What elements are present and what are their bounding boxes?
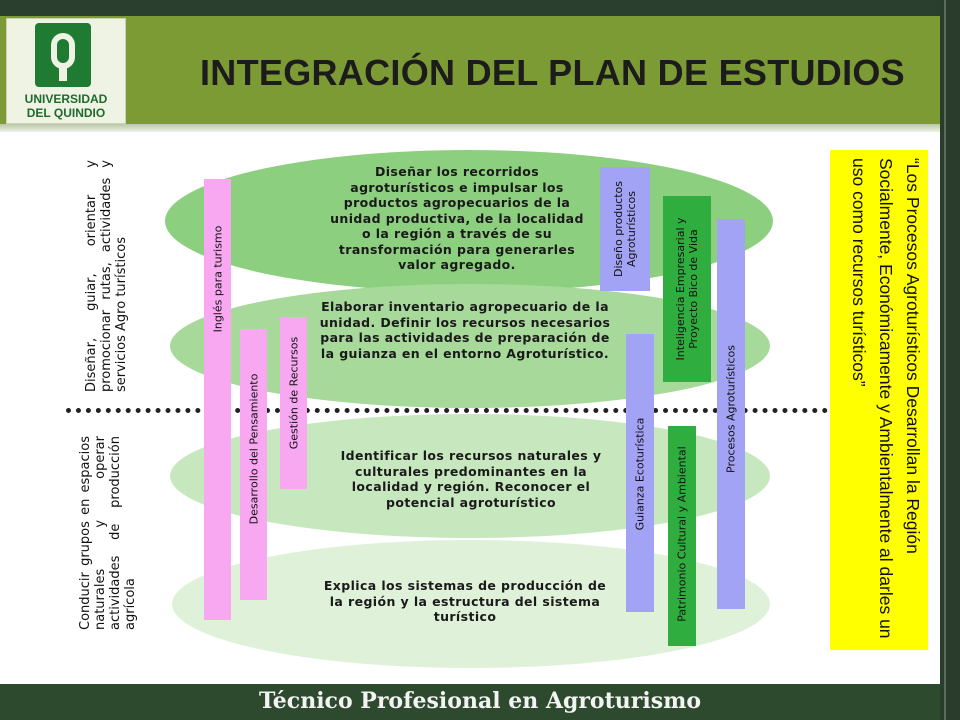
level-text-2: Elaborar inventario agropecuario de la u… — [319, 299, 611, 361]
top-bar — [0, 0, 960, 16]
footer-band — [0, 684, 940, 720]
level-text-4: Explica los sistemas de producción de la… — [323, 578, 607, 624]
logo-line-2: DEL QUINDIO — [26, 106, 106, 120]
course-bar-diseno: Diseño productos Agroturísticos — [600, 167, 650, 291]
course-bar-inteligencia: Inteligencia Empresarial y Proyecto Bico… — [663, 196, 711, 382]
logo-line-1: UNIVERSIDAD — [24, 92, 108, 106]
level-text-3: Identificar los recursos naturales y cul… — [340, 448, 602, 510]
right-edge-line — [944, 0, 946, 720]
quote-box: “Los Procesos Agroturísticos Desarrollan… — [830, 150, 928, 650]
header-band — [0, 16, 940, 128]
side-text-lower: Conducir grupos en espacios naturales y … — [78, 436, 138, 630]
course-label-diseno: Diseño productos Agroturísticos — [612, 181, 638, 277]
right-edge-bar — [940, 0, 960, 720]
quote-text: “Los Procesos Agroturísticos Desarrollan… — [849, 158, 923, 639]
university-logo: UNIVERSIDAD DEL QUINDIO — [6, 18, 126, 124]
university-q-logo-icon — [35, 23, 91, 87]
course-label-ingles: Inglés para turismo — [211, 225, 224, 333]
course-bar-ingles: Inglés para turismo — [204, 179, 231, 620]
course-bar-pensamiento: Desarrollo del Pensamiento — [240, 329, 267, 600]
page-title: INTEGRACIÓN DEL PLAN DE ESTUDIOS — [200, 52, 905, 93]
course-label-patrimonio: Patrimonio Cultural y Ambiental — [675, 446, 689, 622]
side-text-upper: Diseñar, guiar, orientar y promocionar r… — [84, 160, 129, 392]
course-bar-gestion: Gestión de Recursos — [280, 317, 307, 489]
course-bar-patrimonio: Patrimonio Cultural y Ambiental — [668, 426, 696, 646]
footer-title: Técnico Profesional en Agroturismo — [258, 688, 702, 714]
header-shadow — [0, 124, 940, 132]
level-text-1: Diseñar los recorridos agroturísticos e … — [330, 164, 584, 272]
course-label-inteligencia: Inteligencia Empresarial y Proyecto Bico… — [674, 217, 700, 361]
course-label-procesos: Procesos Agroturísticos — [724, 345, 738, 473]
course-bar-guianza: Guianza Ecoturística — [626, 334, 654, 612]
level-divider — [66, 408, 828, 413]
course-label-gestion: Gestión de Recursos — [287, 336, 300, 450]
course-label-guianza: Guianza Ecoturística — [633, 417, 647, 531]
course-label-pensamiento: Desarrollo del Pensamiento — [247, 373, 260, 525]
course-bar-procesos: Procesos Agroturísticos — [717, 219, 745, 609]
